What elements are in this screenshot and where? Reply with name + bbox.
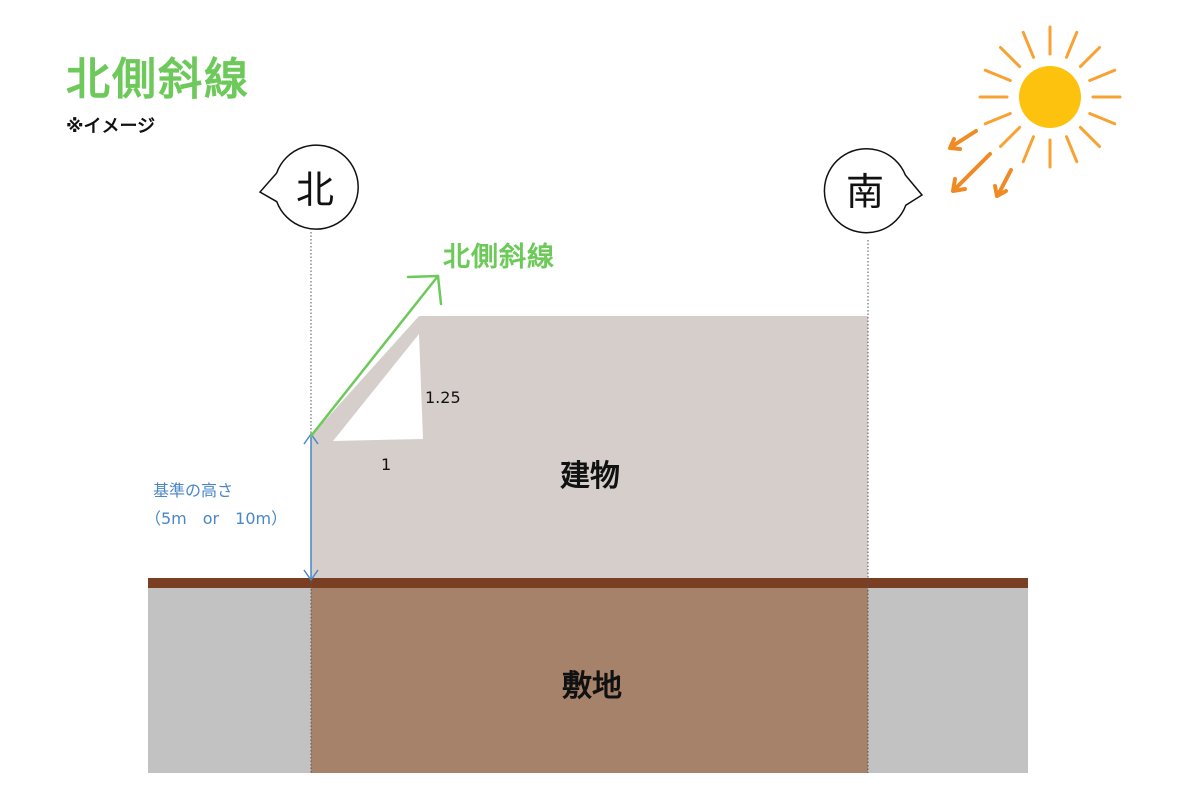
north-bubble: 北 (258, 144, 359, 230)
base-height-values: （5m or 10m） (145, 509, 287, 528)
page-subtitle: ※イメージ (66, 116, 156, 137)
south-bubble: 南 (823, 148, 924, 234)
neighbor-land-left (148, 588, 311, 773)
ground-line (148, 578, 1028, 588)
slope-line-label: 北側斜線 (443, 241, 555, 273)
base-height-label: 基準の高さ (153, 481, 233, 500)
sun-ray (983, 112, 1012, 126)
sun-ray (1021, 30, 1035, 59)
site-label: 敷地 (562, 669, 622, 704)
sun-ray (1078, 46, 1101, 69)
ratio-horizontal-label: 1 (381, 455, 391, 474)
sun-ray (1088, 68, 1117, 82)
speech-bubble-icon (258, 144, 359, 230)
north-label: 北 (296, 168, 334, 212)
ratio-vertical-label: 1.25 (425, 388, 461, 407)
sunlight-arrows (948, 129, 1013, 198)
ratio-triangle (333, 334, 423, 441)
sun-icon (978, 25, 1122, 169)
sun-ray (1088, 112, 1117, 126)
sun-ray (1065, 135, 1079, 164)
building-shape (311, 316, 868, 578)
sun-ray (1065, 30, 1079, 59)
sun-ray (983, 68, 1012, 82)
sun-ray (999, 125, 1022, 148)
sun-ray (999, 46, 1022, 69)
north-slope-arrow (309, 274, 443, 438)
speech-bubble-icon (823, 148, 924, 234)
neighbor-land-right (868, 588, 1028, 773)
page-title: 北側斜線 (66, 54, 250, 105)
building-label: 建物 (560, 459, 620, 494)
south-label: 南 (846, 170, 884, 214)
sun-ray (1078, 125, 1101, 148)
sun-ray (1021, 135, 1035, 164)
site-area (311, 588, 868, 773)
